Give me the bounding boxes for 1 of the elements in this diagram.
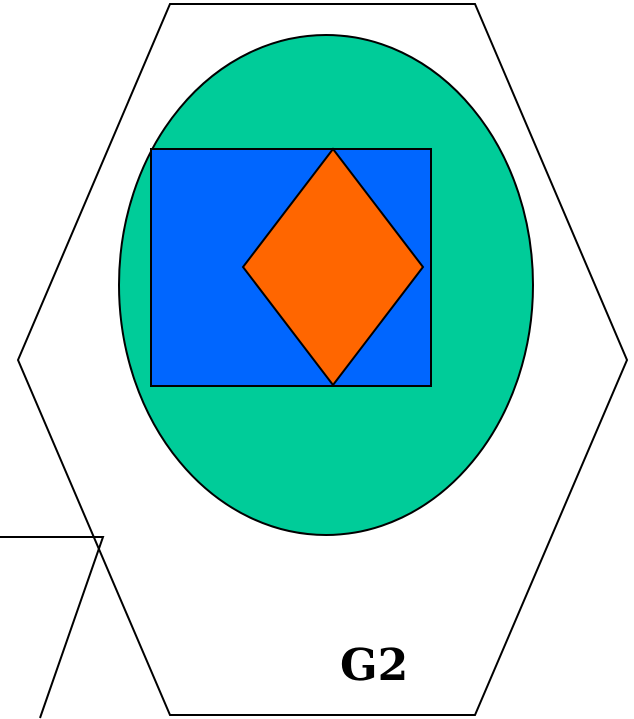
shape-label: G2	[340, 644, 408, 688]
